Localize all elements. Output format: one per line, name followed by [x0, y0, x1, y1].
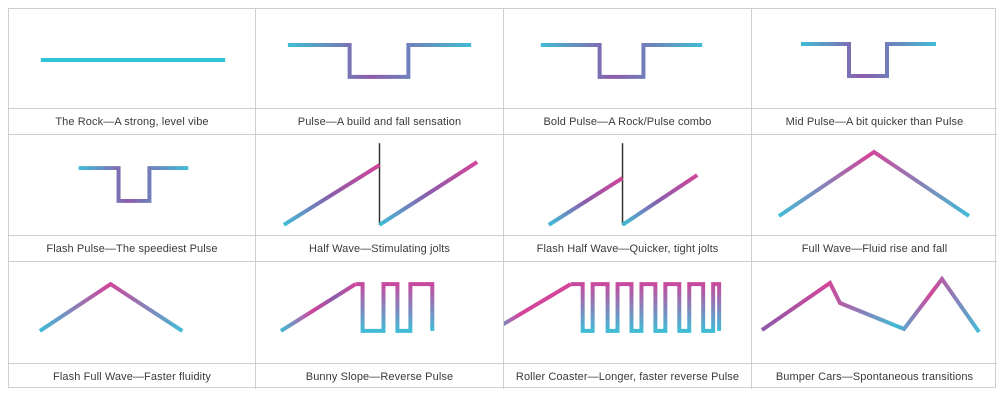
narrow-pulse-icon — [801, 42, 936, 78]
short-triangle-wave-icon — [38, 281, 184, 333]
pulse-icon — [540, 43, 703, 79]
pattern-caption: Flash Full Wave—Faster fluidity — [9, 363, 255, 389]
pattern-caption: Half Wave—Stimulating jolts — [256, 235, 503, 261]
pattern-cell-the-rock: The Rock—A strong, level vibe — [9, 9, 256, 135]
short-pulse-icon — [78, 166, 189, 203]
short-sawtooth-icon — [547, 143, 699, 227]
long-ramp-square-wave-icon — [504, 282, 722, 333]
flat-line-icon — [40, 57, 226, 62]
pattern-cell-flash-pulse: Flash Pulse—The speediest Pulse — [9, 135, 256, 262]
pattern-caption: Roller Coaster—Longer, faster reverse Pu… — [504, 363, 751, 389]
pattern-caption: Flash Pulse—The speediest Pulse — [9, 235, 255, 261]
pattern-caption: Full Wave—Fluid rise and fall — [752, 235, 997, 261]
sawtooth-icon — [282, 143, 479, 227]
pattern-cell-roller-coaster: Roller Coaster—Longer, faster reverse Pu… — [504, 262, 752, 389]
zigzag-wave-icon — [760, 275, 981, 334]
pattern-caption: Bumper Cars—Spontaneous transitions — [752, 363, 997, 389]
wide-pulse-icon — [287, 43, 472, 79]
pattern-caption: Bold Pulse—A Rock/Pulse combo — [504, 108, 751, 134]
pattern-caption: Mid Pulse—A bit quicker than Pulse — [752, 108, 997, 134]
pattern-caption: Bunny Slope—Reverse Pulse — [256, 363, 503, 389]
pattern-cell-flash-half-wave: Flash Half Wave—Quicker, tight jolts — [504, 135, 752, 262]
pattern-caption: Flash Half Wave—Quicker, tight jolts — [504, 235, 751, 261]
pattern-cell-bunny-slope: Bunny Slope—Reverse Pulse — [256, 262, 504, 389]
triangle-wave-icon — [777, 149, 971, 218]
pattern-cell-bold-pulse: Bold Pulse—A Rock/Pulse combo — [504, 9, 752, 135]
vibration-pattern-grid: The Rock—A strong, level vibe Pulse—A bu… — [8, 8, 997, 389]
pattern-cell-half-wave: Half Wave—Stimulating jolts — [256, 135, 504, 262]
pattern-cell-mid-pulse: Mid Pulse—A bit quicker than Pulse — [752, 9, 997, 135]
pattern-cell-pulse: Pulse—A build and fall sensation — [256, 9, 504, 135]
pattern-cell-flash-full-wave: Flash Full Wave—Faster fluidity — [9, 262, 256, 389]
pattern-caption: The Rock—A strong, level vibe — [9, 108, 255, 134]
ramp-square-wave-icon — [279, 282, 435, 333]
pattern-caption: Pulse—A build and fall sensation — [256, 108, 503, 134]
pattern-cell-full-wave: Full Wave—Fluid rise and fall — [752, 135, 997, 262]
pattern-cell-bumper-cars: Bumper Cars—Spontaneous transitions — [752, 262, 997, 389]
